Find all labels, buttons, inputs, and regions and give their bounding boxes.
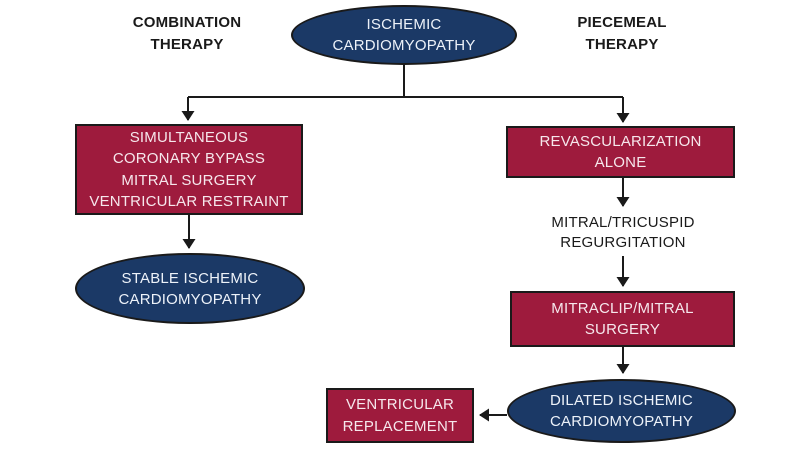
mitral-tricuspid-regurgitation-label: MITRAL/TRICUSPID REGURGITATION [551,214,695,252]
stable-ischemic-cardiomyopathy-node: STABLE ISCHEMIC CARDIOMYOPATHY [75,253,305,324]
revascularization-alone-box: REVASCULARIZATION ALONE [506,126,735,178]
ventricular-replacement-box: VENTRICULAR REPLACEMENT [326,388,474,443]
simultaneous-therapy-box: SIMULTANEOUS CORONARY BYPASS MITRAL SURG… [75,124,303,215]
dilated-ischemic-cardiomyopathy-node: DILATED ISCHEMIC CARDIOMYOPATHY [507,379,736,443]
piecemeal-therapy-heading: PIECEMEAL THERAPY [577,14,667,53]
ischemic-cardiomyopathy-node: ISCHEMIC CARDIOMYOPATHY [291,5,517,65]
combination-therapy-heading: COMBINATION THERAPY [132,14,242,53]
mitraclip-mitral-surgery-box: MITRACLIP/MITRAL SURGERY [510,291,735,347]
